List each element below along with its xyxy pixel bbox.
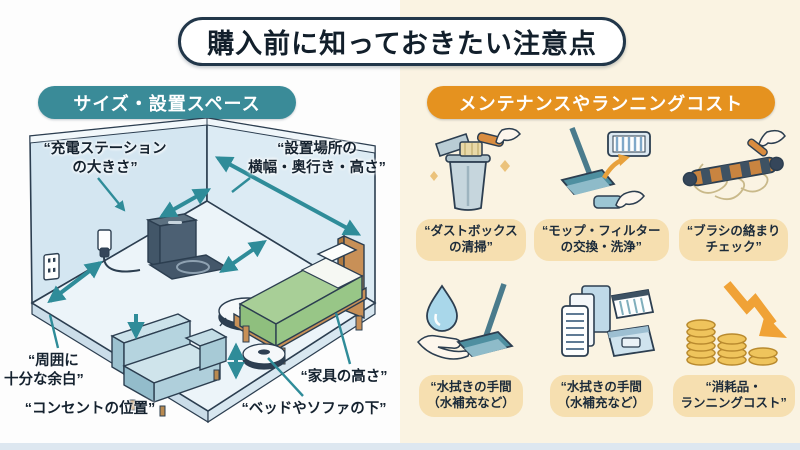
wall-outlet <box>43 252 60 281</box>
brush-tangle-icon <box>675 124 793 216</box>
label-charging-station-size: “充電ステーション の大きさ” <box>43 141 167 176</box>
maintenance-item-cost: “消耗品・ ランニングコスト” <box>672 280 795 428</box>
item-label: “消耗品・ ランニングコスト” <box>672 375 795 417</box>
water-refill-icon <box>412 280 530 372</box>
coin-stack-3 <box>747 347 778 366</box>
right-wall-top-cap <box>206 117 376 154</box>
item-label: “ブラシの絡まり チェック” <box>678 219 789 261</box>
section-header-maintenance: メンテナンスやランニングコスト <box>427 86 775 119</box>
maintenance-item-parts: “水拭きの手間 （水補充など） <box>534 280 669 428</box>
item-label: “ダストボックス の清掃” <box>416 219 526 261</box>
bed <box>233 234 367 365</box>
label-furniture-height: “家具の高さ” <box>300 369 388 385</box>
dustbox-cleaning-icon <box>412 124 530 216</box>
robot-under-bed <box>242 343 286 370</box>
maintenance-item-brush: “ブラシの絡まり チェック” <box>673 124 795 272</box>
item-label: “モップ・フィルター の交換・洗浄” <box>534 219 669 261</box>
label-surrounding-margin: “周囲に 十分な余白” <box>4 353 84 388</box>
label-under-bed-sofa: “ベッドやソファの下” <box>241 401 387 417</box>
consumables-cost-icon <box>675 280 793 372</box>
label-placement-dimensions: “設置場所の 横幅・奥行き・高さ” <box>248 141 386 176</box>
maintenance-item-dustbox: “ダストボックス の清掃” <box>412 124 530 272</box>
mop-filter-icon <box>542 124 660 216</box>
maintenance-grid: “ダストボックス の清掃” <box>412 124 795 428</box>
page-title: 購入前に知っておきたい注意点 <box>178 17 626 66</box>
bottom-strip <box>0 443 800 450</box>
item-label: “水拭きの手間 （水補充など） <box>549 375 654 417</box>
measure-arrows <box>47 156 362 380</box>
section-header-size-space: サイズ・設置スペース <box>38 86 296 119</box>
maintenance-item-mop-filter: “モップ・フィルター の交換・洗浄” <box>534 124 669 272</box>
water-refill-parts-icon <box>542 280 660 372</box>
label-pointers <box>48 177 352 397</box>
coin-stack-2 <box>716 333 747 366</box>
coin-stack-1 <box>685 319 716 366</box>
room-illustration <box>0 117 405 443</box>
room-scene <box>29 117 377 424</box>
label-outlet-position: “コンセントの位置” <box>24 401 156 417</box>
item-label: “水拭きの手間 （水補充など） <box>419 375 523 417</box>
power-plug <box>97 229 141 273</box>
maintenance-item-water: “水拭きの手間 （水補充など） <box>412 280 530 428</box>
